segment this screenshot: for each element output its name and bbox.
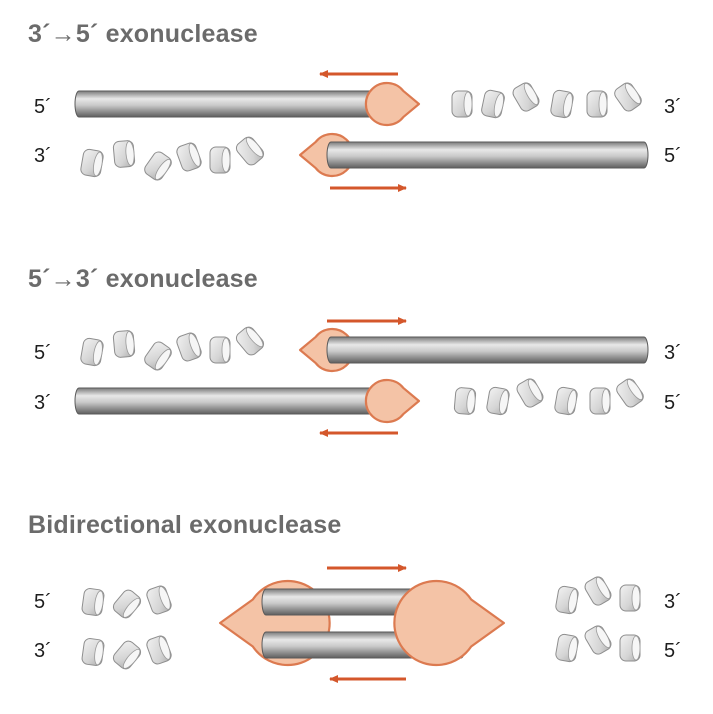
nucleotide — [453, 387, 477, 415]
nucleotide — [584, 576, 612, 606]
exonuclease-enzyme — [364, 378, 421, 424]
nucleotide — [586, 90, 608, 118]
nucleotide — [176, 142, 202, 172]
nucleotide — [512, 82, 540, 112]
strand-end-label: 5´ — [34, 96, 52, 118]
nucleotide — [554, 386, 578, 416]
nucleotide — [144, 341, 172, 371]
nucleotide — [209, 336, 231, 364]
nucleotide — [80, 148, 104, 178]
nucleotide — [619, 634, 641, 662]
nucleotide — [589, 387, 611, 415]
strand-end-label: 5´ — [34, 342, 52, 364]
strand-end-label: 3´ — [664, 96, 682, 118]
nucleotide — [81, 588, 105, 616]
strand-end-label: 3´ — [664, 342, 682, 364]
exonuclease-enzyme — [393, 579, 505, 667]
nucleotide — [209, 146, 231, 174]
dna-strand — [74, 387, 399, 415]
strand-end-label: 3´ — [34, 640, 52, 662]
nucleotide — [235, 326, 265, 356]
nucleotide — [516, 378, 544, 408]
nucleotide — [486, 386, 510, 416]
strand-end-label: 5´ — [664, 640, 682, 662]
nucleotide — [481, 89, 505, 119]
nucleotide — [584, 625, 612, 655]
nucleotide — [451, 90, 473, 118]
strand-end-label: 3´ — [664, 591, 682, 613]
section-title-3-to-5: 3´→5´ exonuclease — [28, 20, 258, 48]
section-title-bidirectional: Bidirectional exonuclease — [28, 511, 342, 539]
nucleotide — [614, 82, 642, 112]
strand-end-label: 5´ — [664, 392, 682, 414]
nucleotide — [550, 89, 574, 119]
nucleotide — [555, 585, 579, 615]
nucleotide — [80, 337, 104, 367]
section-title-5-to-3: 5´→3´ exonuclease — [28, 265, 258, 293]
nucleotide — [81, 638, 105, 666]
nucleotide — [619, 584, 641, 612]
nucleotide — [144, 151, 172, 181]
nucleotide — [112, 140, 136, 168]
nucleotide — [112, 330, 136, 358]
strand-end-label: 3´ — [34, 392, 52, 414]
exonuclease-enzyme — [364, 81, 421, 127]
dna-strand — [326, 336, 649, 364]
nucleotide — [176, 332, 202, 362]
strand-end-label: 3´ — [34, 145, 52, 167]
dna-strand — [326, 141, 649, 169]
nucleotide — [555, 633, 579, 663]
dna-strand — [74, 90, 399, 118]
strand-end-label: 5´ — [664, 145, 682, 167]
nucleotide — [146, 635, 172, 665]
nucleotide — [112, 589, 142, 619]
nucleotide — [146, 585, 172, 615]
nucleotide — [235, 136, 265, 166]
nucleotide — [616, 378, 644, 408]
nucleotide — [112, 640, 142, 670]
strand-end-label: 5´ — [34, 591, 52, 613]
